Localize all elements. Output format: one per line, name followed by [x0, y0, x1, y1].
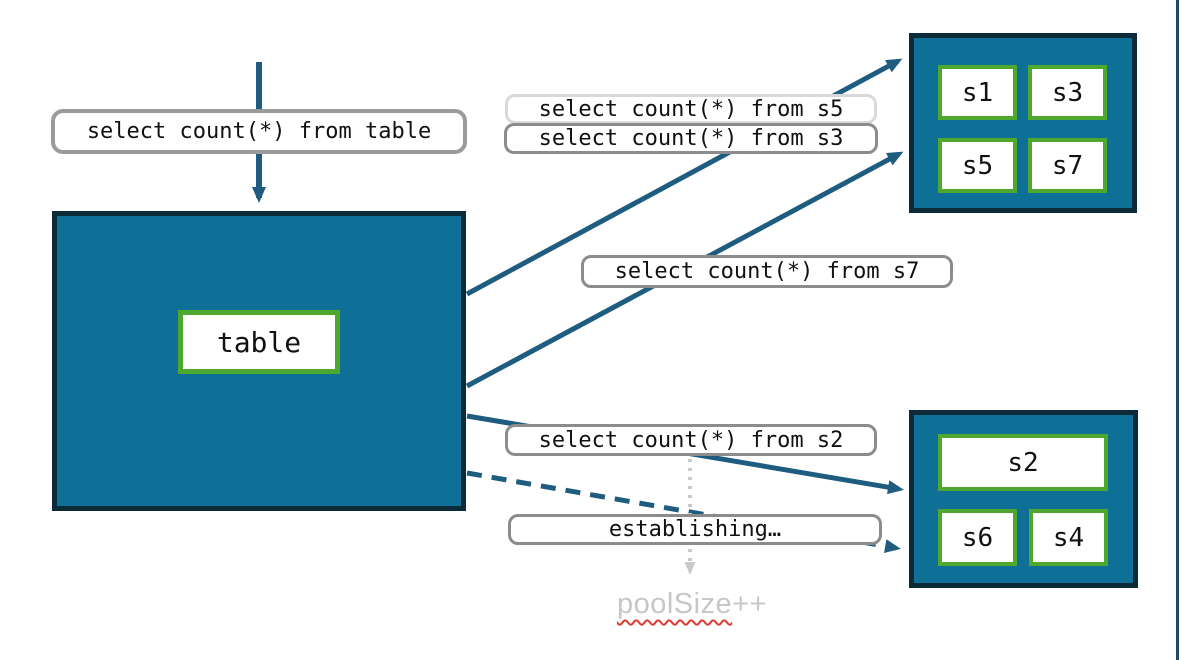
table-container-box: table: [52, 211, 466, 511]
query-label-s2-text: select count(*) from s2: [538, 427, 844, 453]
query-label-s3: select count(*) from s3: [504, 123, 878, 154]
query-label-s5-text: select count(*) from s5: [538, 96, 844, 122]
shard-cell-s5: s5: [938, 138, 1017, 193]
query-label-s2: select count(*) from s2: [505, 424, 877, 456]
shard-label-s3: s3: [1051, 77, 1084, 108]
shard-cell-s4: s4: [1029, 509, 1108, 566]
shard-cell-s2: s2: [938, 434, 1108, 491]
query-label-s7-text: select count(*) from s7: [614, 259, 920, 284]
shard-label-s7: s7: [1051, 150, 1084, 181]
shard-label-s1: s1: [961, 77, 994, 108]
poolsize-note: poolSize++: [596, 588, 788, 621]
shard-cell-s6: s6: [938, 509, 1017, 566]
query-label-s3-text: select count(*) from s3: [538, 126, 844, 151]
shard-cell-s7: s7: [1028, 138, 1107, 193]
slide-edge-line: [1176, 0, 1179, 660]
query-label-s7: select count(*) from s7: [581, 255, 953, 288]
query-label-s5: select count(*) from s5: [505, 94, 877, 124]
shard-label-s2: s2: [1007, 447, 1039, 478]
table-label: table: [216, 325, 302, 359]
establishing-label-text: establishing…: [608, 517, 782, 542]
poolsize-word: poolSize: [616, 588, 733, 620]
shard-cell-s3: s3: [1028, 65, 1107, 120]
shard-label-s4: s4: [1052, 522, 1085, 553]
poolsize-suffix: ++: [732, 588, 768, 620]
query-label-table-text: select count(*) from table: [86, 119, 432, 144]
shard-label-s6: s6: [961, 522, 994, 553]
shard-cell-s1: s1: [938, 65, 1017, 120]
query-label-table: select count(*) from table: [51, 109, 467, 154]
shard-label-s5: s5: [961, 150, 994, 181]
shard-group-top-box: s1 s3 s5 s7: [909, 33, 1137, 213]
establishing-label: establishing…: [508, 514, 882, 545]
table-cell: table: [178, 310, 340, 374]
shard-group-bottom-box: s2 s6 s4: [909, 410, 1138, 588]
